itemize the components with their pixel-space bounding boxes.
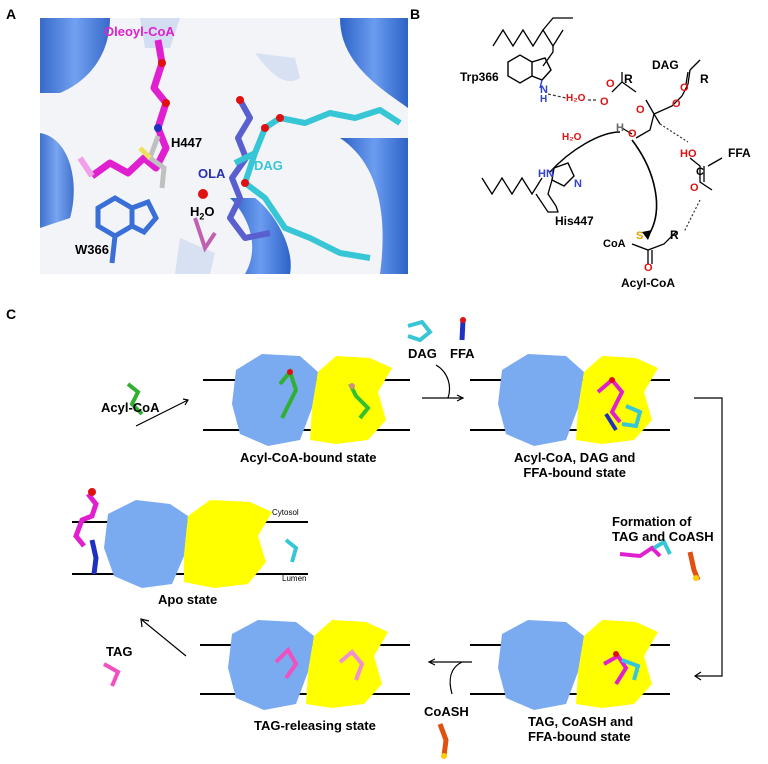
cytosol-label: Cytosol <box>272 508 299 517</box>
water-1: H₂O <box>566 93 586 104</box>
helix-top-right <box>340 18 408 108</box>
state-acyl-coa-bound: Acyl-CoA-bound state <box>240 450 377 465</box>
complex-tag-releasing <box>228 620 388 710</box>
ffa-o: O <box>690 182 699 194</box>
state-acyl-coa-dag-ffa-bound: Acyl-CoA, DAG and FFA-bound state <box>514 450 636 480</box>
imidazole-hn: HN <box>538 168 554 180</box>
complex-tag-coash-ffa-bound <box>498 620 658 710</box>
hydroxyl-o: O <box>628 128 637 140</box>
acyl-coa-coa: CoA <box>603 238 626 250</box>
h447-label: H447 <box>171 135 203 150</box>
helix-right <box>340 138 408 274</box>
dag-o1: O <box>600 96 609 108</box>
water-label: H2O <box>190 204 215 222</box>
indole-n: N <box>540 84 548 96</box>
hydroxyl-h: H <box>616 122 624 134</box>
dag-o5: O <box>680 82 689 94</box>
complex-acyl-coa-dag-ffa-bound <box>498 354 658 446</box>
ffa-input-label: FFA <box>450 346 475 361</box>
his447-label: His447 <box>555 214 594 228</box>
ffa-ho: HO <box>680 148 697 160</box>
water-molecule <box>198 189 208 199</box>
lumen-label: Lumen <box>282 574 307 583</box>
panel-label-b: B <box>410 6 421 22</box>
dag-stick <box>233 107 402 166</box>
imidazole-n: N <box>574 178 582 190</box>
indole-h: H <box>540 94 548 105</box>
dag-r2: R <box>700 72 709 86</box>
structure-illustration <box>40 18 408 274</box>
panel-label-c: C <box>6 306 17 322</box>
oleoyl-coa-stick <box>89 39 170 179</box>
helix-left <box>40 133 74 228</box>
tag-output-label: TAG <box>106 644 133 659</box>
dag-input-label: DAG <box>408 346 437 361</box>
dag-r1: R <box>624 72 633 86</box>
acyl-coa-r: R <box>670 228 679 242</box>
state-tag-releasing: TAG-releasing state <box>254 718 376 733</box>
complex-apo <box>104 500 272 588</box>
dag-o4: O <box>672 98 681 110</box>
ola-label: OLA <box>198 166 226 181</box>
state-apo: Apo state <box>158 592 218 607</box>
complex-acyl-coa-bound <box>232 354 392 446</box>
oleoyl-coa-label: Oleoyl-CoA <box>104 24 175 39</box>
formation-label: Formation of TAG and CoASH <box>612 514 714 544</box>
state-tag-coash-ffa-bound: TAG, CoASH and FFA-bound state <box>528 714 634 744</box>
dag-o3: O <box>636 104 645 116</box>
w366-label: W366 <box>75 242 109 257</box>
acyl-coa-o: O <box>644 262 653 274</box>
panel-label-a: A <box>6 6 17 22</box>
helix-top-left <box>40 18 110 93</box>
ffa-c: C <box>696 166 704 178</box>
trp366-label: Trp366 <box>460 70 499 84</box>
coash-output-label: CoASH <box>424 704 469 719</box>
water-2: H₂O <box>562 132 582 143</box>
dag-label: DAG <box>254 158 283 173</box>
structure-panel: Oleoyl-CoA H447 OLA DAG H2O W366 <box>40 18 408 274</box>
acyl-coa-title: Acyl-CoA <box>621 276 676 290</box>
ola-stick <box>227 98 271 241</box>
dag-o2: O <box>606 78 615 90</box>
acyl-coa-s: S <box>636 230 644 242</box>
ffa-title: FFA <box>728 146 751 160</box>
acyl-coa-input-label: Acyl-CoA <box>101 400 160 415</box>
dag-title: DAG <box>652 58 679 72</box>
